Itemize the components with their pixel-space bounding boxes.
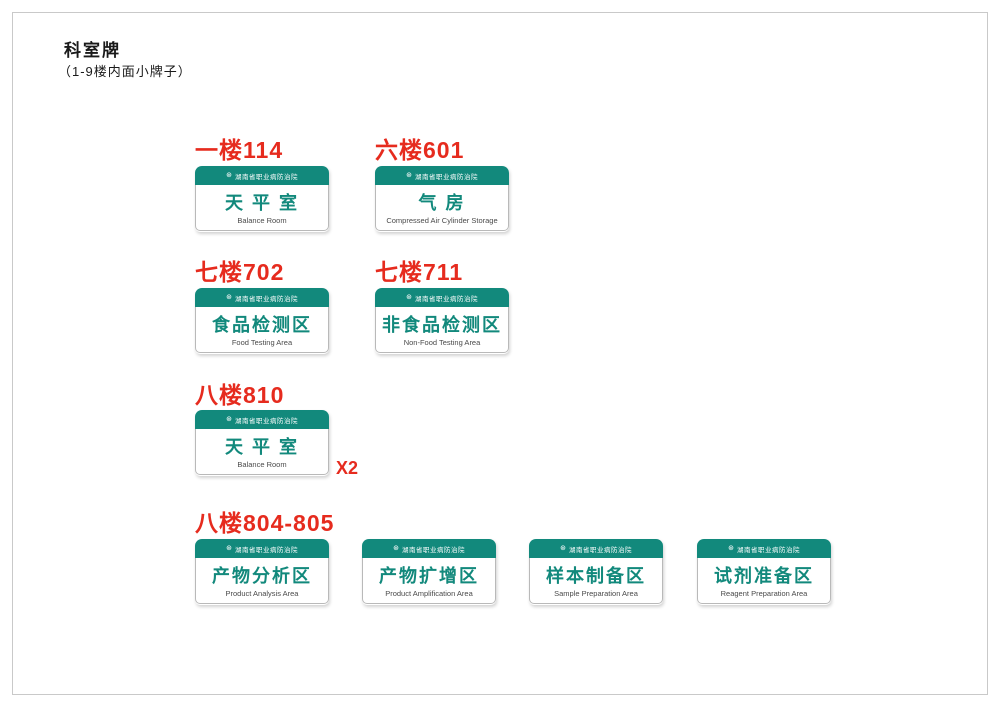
sign-header: ⊛ 湖南省职业病防治院 <box>195 166 329 185</box>
org-logo-icon: ⊛ <box>226 416 232 423</box>
sign-room-name: 气 房 <box>418 192 466 213</box>
sign-sample-preparation: ⊛ 湖南省职业病防治院 样本制备区 Sample Preparation Are… <box>529 539 663 605</box>
sign-body: 产物分析区 Product Analysis Area <box>195 558 329 604</box>
sign-body: 食品检测区 Food Testing Area <box>195 307 329 353</box>
sign-room-name: 天 平 室 <box>224 192 299 213</box>
sign-body: 非食品检测区 Non-Food Testing Area <box>375 307 509 353</box>
sign-room-name-en: Non-Food Testing Area <box>403 337 481 347</box>
sign-room-name: 非食品检测区 <box>382 314 502 335</box>
group-label-floor6-601: 六楼601 <box>375 137 465 163</box>
sign-body: 产物扩增区 Product Amplification Area <box>362 558 496 604</box>
sign-header-text: 湖南省职业病防治院 <box>401 546 465 554</box>
sign-room-name-en: Reagent Preparation Area <box>720 588 808 598</box>
sign-room-name-en: Product Amplification Area <box>385 588 473 598</box>
sign-header: ⊛ 湖南省职业病防治院 <box>375 166 509 185</box>
org-logo-icon: ⊛ <box>406 172 412 179</box>
sign-balance-room-810: ⊛ 湖南省职业病防治院 天 平 室 Balance Room <box>195 410 329 476</box>
sign-header-text: 湖南省职业病防治院 <box>736 546 800 554</box>
quantity-note: X2 <box>336 458 359 478</box>
sign-reagent-preparation: ⊛ 湖南省职业病防治院 试剂准备区 Reagent Preparation Ar… <box>697 539 831 605</box>
sign-room-name-en: Balance Room <box>237 215 287 225</box>
group-label-floor7-711: 七楼711 <box>375 259 464 285</box>
sign-room-name-en: Food Testing Area <box>231 337 293 347</box>
sign-header: ⊛ 湖南省职业病防治院 <box>375 288 509 307</box>
sign-room-name: 天 平 室 <box>224 436 299 457</box>
sign-room-name: 产物分析区 <box>212 565 312 586</box>
org-logo-icon: ⊛ <box>226 172 232 179</box>
sign-room-name-en: Balance Room <box>237 459 287 469</box>
group-label-floor1-114: 一楼114 <box>195 137 284 163</box>
sign-header-text: 湖南省职业病防治院 <box>234 417 298 425</box>
sign-header: ⊛ 湖南省职业病防治院 <box>697 539 831 558</box>
org-logo-icon: ⊛ <box>226 545 232 552</box>
sign-nonfood-testing-711: ⊛ 湖南省职业病防治院 非食品检测区 Non-Food Testing Area <box>375 288 509 354</box>
sign-room-name-en: Sample Preparation Area <box>554 588 638 598</box>
page-subtitle: （1-9楼内面小牌子） <box>58 64 192 79</box>
sign-food-testing-702: ⊛ 湖南省职业病防治院 食品检测区 Food Testing Area <box>195 288 329 354</box>
group-label-floor8-810: 八楼810 <box>195 382 285 408</box>
sign-body: 天 平 室 Balance Room <box>195 429 329 475</box>
sign-header-text: 湖南省职业病防治院 <box>568 546 632 554</box>
sign-product-amplification: ⊛ 湖南省职业病防治院 产物扩增区 Product Amplification … <box>362 539 496 605</box>
sign-header: ⊛ 湖南省职业病防治院 <box>195 539 329 558</box>
org-logo-icon: ⊛ <box>560 545 566 552</box>
org-logo-icon: ⊛ <box>406 294 412 301</box>
sign-header-text: 湖南省职业病防治院 <box>234 295 298 303</box>
sign-balance-room-114: ⊛ 湖南省职业病防治院 天 平 室 Balance Room <box>195 166 329 232</box>
org-logo-icon: ⊛ <box>393 545 399 552</box>
sign-body: 气 房 Compressed Air Cylinder Storage <box>375 185 509 231</box>
sign-header-text: 湖南省职业病防治院 <box>414 173 478 181</box>
sign-body: 试剂准备区 Reagent Preparation Area <box>697 558 831 604</box>
sign-product-analysis: ⊛ 湖南省职业病防治院 产物分析区 Product Analysis Area <box>195 539 329 605</box>
sign-header: ⊛ 湖南省职业病防治院 <box>195 410 329 429</box>
sign-room-name: 产物扩增区 <box>379 565 479 586</box>
sign-gas-room-601: ⊛ 湖南省职业病防治院 气 房 Compressed Air Cylinder … <box>375 166 509 232</box>
page-title: 科室牌 <box>64 41 121 60</box>
sign-header: ⊛ 湖南省职业病防治院 <box>529 539 663 558</box>
sign-room-name: 试剂准备区 <box>714 565 814 586</box>
sign-header-text: 湖南省职业病防治院 <box>234 546 298 554</box>
group-label-floor8-804-805: 八楼804-805 <box>195 510 335 536</box>
sign-room-name: 样本制备区 <box>546 565 646 586</box>
org-logo-icon: ⊛ <box>226 294 232 301</box>
group-label-floor7-702: 七楼702 <box>195 259 285 285</box>
sign-body: 样本制备区 Sample Preparation Area <box>529 558 663 604</box>
sign-body: 天 平 室 Balance Room <box>195 185 329 231</box>
sign-room-name-en: Compressed Air Cylinder Storage <box>386 215 498 225</box>
sign-header: ⊛ 湖南省职业病防治院 <box>362 539 496 558</box>
sign-room-name: 食品检测区 <box>212 314 312 335</box>
sign-header-text: 湖南省职业病防治院 <box>234 173 298 181</box>
sign-header-text: 湖南省职业病防治院 <box>414 295 478 303</box>
sign-header: ⊛ 湖南省职业病防治院 <box>195 288 329 307</box>
org-logo-icon: ⊛ <box>728 545 734 552</box>
sign-room-name-en: Product Analysis Area <box>225 588 299 598</box>
